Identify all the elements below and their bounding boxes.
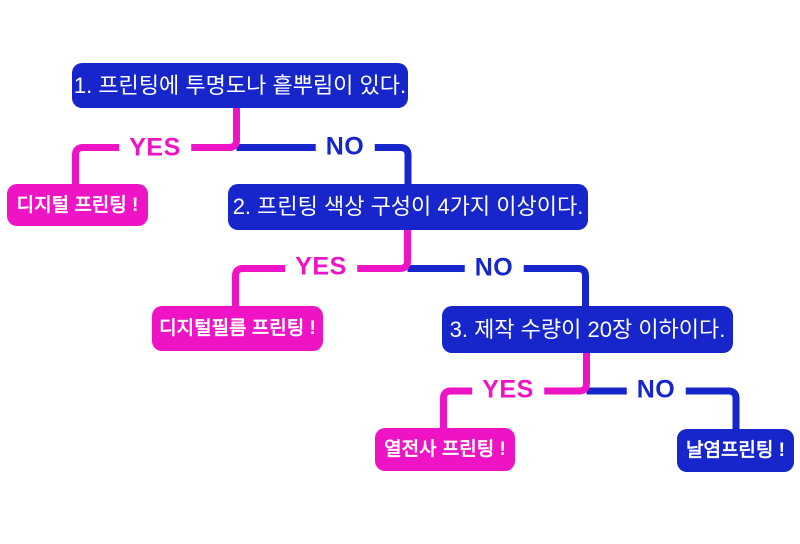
question-node-1: 1. 프린팅에 투명도나 흩뿌림이 있다. bbox=[72, 63, 408, 108]
connector-q2-no-line bbox=[407, 265, 589, 308]
answer-node-digital-film-printing-label: 디지털필름 프린팅 ! bbox=[159, 318, 316, 339]
branch-label-q1-yes: YES bbox=[119, 134, 191, 162]
branch-label-q2-yes: YES bbox=[285, 253, 357, 281]
connector-q3-no-line bbox=[586, 387, 740, 431]
answer-node-dye-printing-label: 날염프린팅 ! bbox=[685, 440, 785, 461]
question-node-2-label: 2. 프린팅 색상 구성이 4가지 이상이다. bbox=[232, 194, 584, 219]
answer-node-thermal-transfer-printing: 열전사 프린팅 ! bbox=[375, 428, 515, 471]
branch-label-q1-no: NO bbox=[315, 133, 375, 161]
branch-label-q3-yes: YES bbox=[472, 376, 544, 404]
question-node-3: 3. 제작 수량이 20장 이하이다. bbox=[442, 306, 733, 353]
question-node-1-label: 1. 프린팅에 투명도나 흩뿌림이 있다. bbox=[73, 72, 407, 98]
branch-label-q2-no: NO bbox=[464, 254, 524, 282]
question-node-2: 2. 프린팅 색상 구성이 4가지 이상이다. bbox=[228, 184, 588, 230]
answer-node-digital-printing: 디지털 프린팅 ! bbox=[7, 184, 148, 226]
answer-node-digital-film-printing: 디지털필름 프린팅 ! bbox=[152, 306, 323, 351]
question-node-3-label: 3. 제작 수량이 20장 이하이다. bbox=[449, 316, 726, 342]
answer-node-thermal-transfer-printing-label: 열전사 프린팅 ! bbox=[384, 439, 506, 460]
connector-q1-no-line bbox=[236, 144, 412, 186]
branch-label-q3-no: NO bbox=[626, 376, 686, 404]
answer-node-dye-printing: 날염프린팅 ! bbox=[677, 429, 794, 472]
answer-node-digital-printing-label: 디지털 프린팅 ! bbox=[16, 194, 139, 216]
